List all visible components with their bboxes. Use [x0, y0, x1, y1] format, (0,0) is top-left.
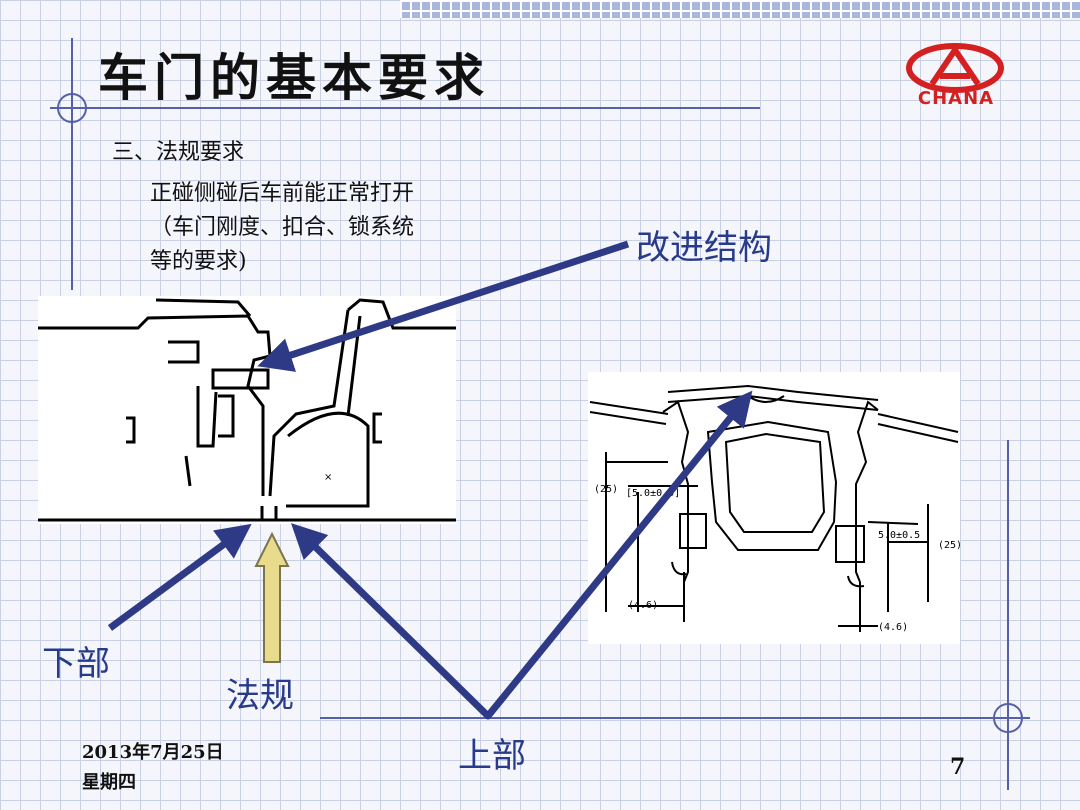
label-regulation: 法规: [226, 676, 294, 716]
top-decor-band: [400, 0, 1080, 18]
dim-label: [5.0±0.5]: [626, 488, 680, 499]
slide-date: 2013年7月25日 星期四: [82, 738, 224, 798]
logo-wordmark: CHANA: [917, 88, 995, 109]
slide-title: 车门的基本要求: [98, 49, 490, 107]
weekday-line: 星期四: [82, 772, 136, 793]
page-number: 7: [950, 754, 966, 780]
section-heading: 三、法规要求: [112, 140, 245, 165]
dim-label: (4.6): [878, 622, 908, 633]
dim-label: (25): [938, 540, 960, 551]
svg-text:×: ×: [324, 472, 332, 483]
dim-label: 5.0±0.5: [878, 530, 920, 541]
label-lower: 下部: [42, 644, 110, 684]
seal-section-drawing: (25) [5.0±0.5] 5.0±0.5 (25) (4.6) (4.6): [588, 372, 962, 644]
dim-label: (4.6): [628, 600, 658, 611]
label-improve-structure: 改进结构: [636, 228, 772, 268]
section-body: 正碰侧碰后车前能正常打开 （车门刚度、扣合、锁系统 等的要求): [150, 181, 415, 274]
date-line: 2013年7月25日: [82, 742, 224, 763]
dim-label: (25): [594, 484, 618, 495]
door-section-drawing: ×: [38, 296, 456, 524]
chana-logo: [906, 43, 1004, 93]
label-upper: 上部: [458, 736, 526, 776]
